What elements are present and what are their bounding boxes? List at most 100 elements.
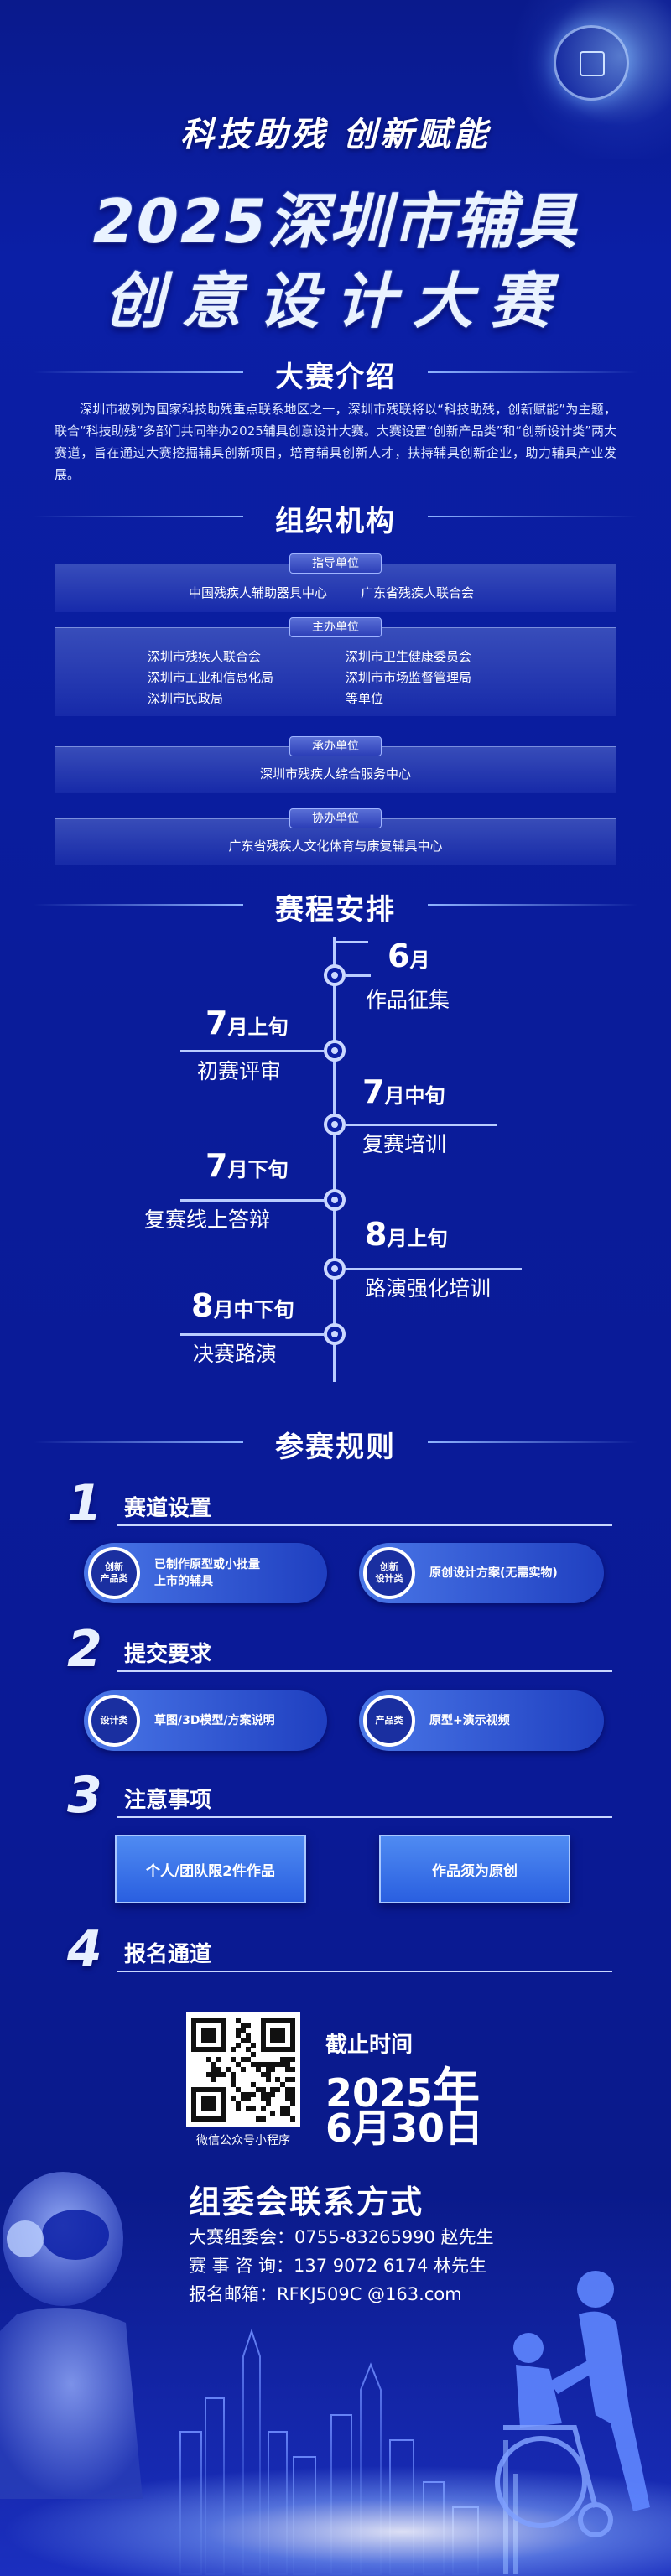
qr-module bbox=[221, 2116, 226, 2122]
org-host-item: 深圳市卫生健康委员会 bbox=[346, 649, 472, 664]
qr-pattern bbox=[191, 2018, 296, 2122]
qr-module bbox=[211, 2067, 216, 2073]
qr-module bbox=[191, 2091, 196, 2097]
qr-module bbox=[221, 2106, 226, 2112]
timeline-date: 7月下旬 bbox=[205, 1147, 289, 1184]
qr-module bbox=[195, 2018, 201, 2023]
qr-module bbox=[280, 2081, 286, 2087]
qr-module bbox=[260, 2086, 266, 2092]
timeline-node bbox=[324, 1189, 346, 1211]
qr-module bbox=[221, 2071, 226, 2077]
qr-module bbox=[265, 2071, 271, 2077]
qr-module bbox=[280, 2111, 286, 2117]
qr-module bbox=[290, 2047, 296, 2053]
page-title-line1: 2025深圳市辅具 bbox=[92, 186, 579, 257]
qr-module bbox=[205, 2032, 211, 2038]
qr-module bbox=[191, 2042, 196, 2048]
qr-module bbox=[245, 2091, 251, 2097]
qr-module bbox=[255, 2062, 261, 2068]
qr-module bbox=[265, 2096, 271, 2102]
qr-module bbox=[285, 2091, 291, 2097]
qr-module bbox=[241, 2027, 247, 2033]
qr-module bbox=[191, 2101, 196, 2107]
qr-module bbox=[285, 2076, 291, 2082]
qr-module bbox=[280, 2037, 286, 2043]
qr-module bbox=[270, 2018, 276, 2023]
qr-module bbox=[211, 2071, 216, 2077]
qr-module bbox=[250, 2062, 256, 2068]
qr-code[interactable] bbox=[186, 2012, 300, 2127]
qr-module bbox=[241, 2022, 247, 2028]
rule-number: 4 bbox=[67, 1920, 102, 1979]
org-host-item: 等单位 bbox=[346, 691, 384, 706]
timeline-date: 8月中下旬 bbox=[191, 1287, 294, 1324]
qr-module bbox=[195, 2086, 201, 2092]
qr-module bbox=[260, 2091, 266, 2097]
qr-module bbox=[275, 2047, 281, 2053]
timeline-date: 8月上旬 bbox=[365, 1216, 448, 1253]
intro-heading-label: 大赛介绍 bbox=[275, 361, 396, 394]
qr-module bbox=[270, 2047, 276, 2053]
qr-module bbox=[236, 2042, 242, 2048]
qr-module bbox=[211, 2037, 216, 2043]
qr-module bbox=[280, 2018, 286, 2023]
qr-module bbox=[285, 2057, 291, 2063]
qr-module bbox=[265, 2091, 271, 2097]
org-host-item: 深圳市工业和信息化局 bbox=[148, 670, 274, 685]
qr-module bbox=[236, 2062, 242, 2068]
timeline-event: 初赛评审 bbox=[197, 1059, 282, 1083]
qr-module bbox=[285, 2096, 291, 2102]
qr-module bbox=[265, 2047, 271, 2053]
qr-module bbox=[270, 2086, 276, 2092]
qr-module bbox=[290, 2116, 296, 2122]
qr-module bbox=[221, 2027, 226, 2033]
org-guide-left: 中国残疾人辅助器具中心 bbox=[189, 585, 328, 600]
qr-module bbox=[260, 2022, 266, 2028]
contact-email[interactable]: 报名邮箱：RFKJ509C @163.com bbox=[189, 2284, 462, 2304]
qr-module bbox=[250, 2091, 256, 2097]
qr-module bbox=[260, 2096, 266, 2102]
timeline-date: 7月上旬 bbox=[205, 1005, 289, 1041]
rule-divider bbox=[117, 1670, 612, 1672]
robot-illustration bbox=[0, 2172, 143, 2499]
qr-module bbox=[226, 2067, 231, 2073]
note-box: 个人/团队限2件作品 bbox=[115, 1835, 306, 1903]
qr-module bbox=[211, 2101, 216, 2107]
qr-module bbox=[236, 2101, 242, 2107]
qr-module bbox=[221, 2111, 226, 2117]
org-guide-right: 广东省残疾人联合会 bbox=[361, 585, 475, 600]
qr-module bbox=[211, 2047, 216, 2053]
qr-module bbox=[260, 2047, 266, 2053]
org-undertake-name: 深圳市残疾人综合服务中心 bbox=[259, 766, 411, 782]
qr-module bbox=[290, 2076, 296, 2082]
qr-module bbox=[205, 2096, 211, 2102]
timeline-arm bbox=[346, 1124, 497, 1126]
qr-module bbox=[285, 2047, 291, 2053]
qr-module bbox=[275, 2018, 281, 2023]
qr-module bbox=[250, 2081, 256, 2087]
qr-module bbox=[211, 2096, 216, 2102]
org-host-tag: 主办单位 bbox=[289, 617, 382, 637]
org-assist-name: 广东省残疾人文化体育与康复辅具中心 bbox=[228, 839, 443, 854]
rule-title: 提交要求 bbox=[124, 1642, 212, 1667]
qr-module bbox=[205, 2086, 211, 2092]
rule-number: 1 bbox=[67, 1474, 102, 1533]
timeline-event: 决赛路演 bbox=[193, 1342, 278, 1366]
contact-consult: 赛 事 咨 询：137 9072 6174 林先生 bbox=[189, 2256, 487, 2276]
qr-module bbox=[231, 2047, 237, 2053]
qr-module bbox=[280, 2057, 286, 2063]
qr-module bbox=[260, 2037, 266, 2043]
timeline-node bbox=[324, 1323, 346, 1345]
qr-module bbox=[241, 2057, 247, 2063]
qr-module bbox=[231, 2071, 237, 2077]
qr-module bbox=[231, 2081, 237, 2087]
qr-module bbox=[245, 2022, 251, 2028]
schedule-heading: 赛程安排 bbox=[0, 883, 671, 927]
timeline-event: 复赛培训 bbox=[362, 1132, 447, 1156]
timeline-arm bbox=[333, 941, 368, 943]
org-host-item: 深圳市民政局 bbox=[148, 691, 224, 706]
qr-module bbox=[236, 2032, 242, 2038]
rule-number: 3 bbox=[67, 1766, 102, 1825]
rule-divider bbox=[117, 1816, 612, 1818]
qr-module bbox=[285, 2062, 291, 2068]
